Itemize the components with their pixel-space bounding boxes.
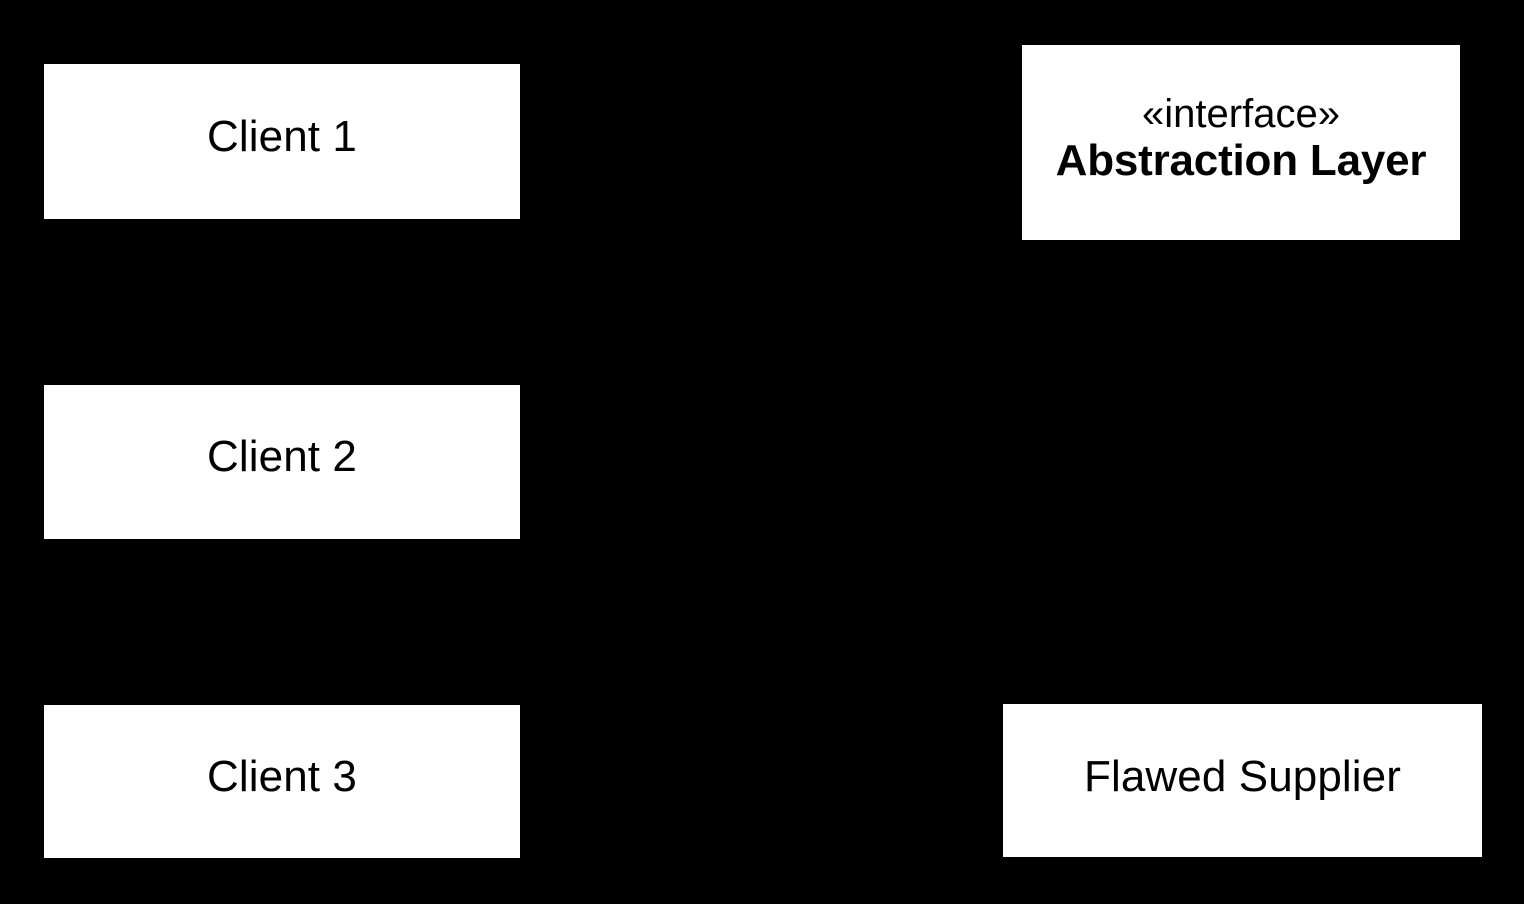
connector-client-1-to-abstraction-layer	[520, 140, 1022, 142]
connector-client-3-riser	[770, 142, 772, 783]
node-client-3-label: Client 3	[207, 751, 357, 801]
connector-client-3-to-abstraction-layer	[520, 781, 770, 783]
node-flawed-supplier-label: Flawed Supplier	[1084, 751, 1401, 801]
node-client-2[interactable]: Client 2	[44, 385, 520, 539]
node-abstraction-layer-stereotype: «interface»	[1142, 91, 1340, 136]
node-client-1-label: Client 1	[207, 111, 357, 161]
node-abstraction-layer-text-stack: «interface» Abstraction Layer	[1056, 92, 1427, 185]
node-abstraction-layer[interactable]: «interface» Abstraction Layer	[1022, 45, 1460, 240]
connector-client-2-to-abstraction-layer	[520, 461, 770, 463]
node-client-1[interactable]: Client 1	[44, 64, 520, 219]
connector-abstraction-layer-to-flawed-supplier	[1240, 240, 1242, 704]
node-flawed-supplier[interactable]: Flawed Supplier	[1003, 704, 1482, 857]
node-client-3[interactable]: Client 3	[44, 705, 520, 858]
node-client-2-label: Client 2	[207, 432, 357, 482]
node-abstraction-layer-label: Abstraction Layer	[1055, 135, 1427, 185]
